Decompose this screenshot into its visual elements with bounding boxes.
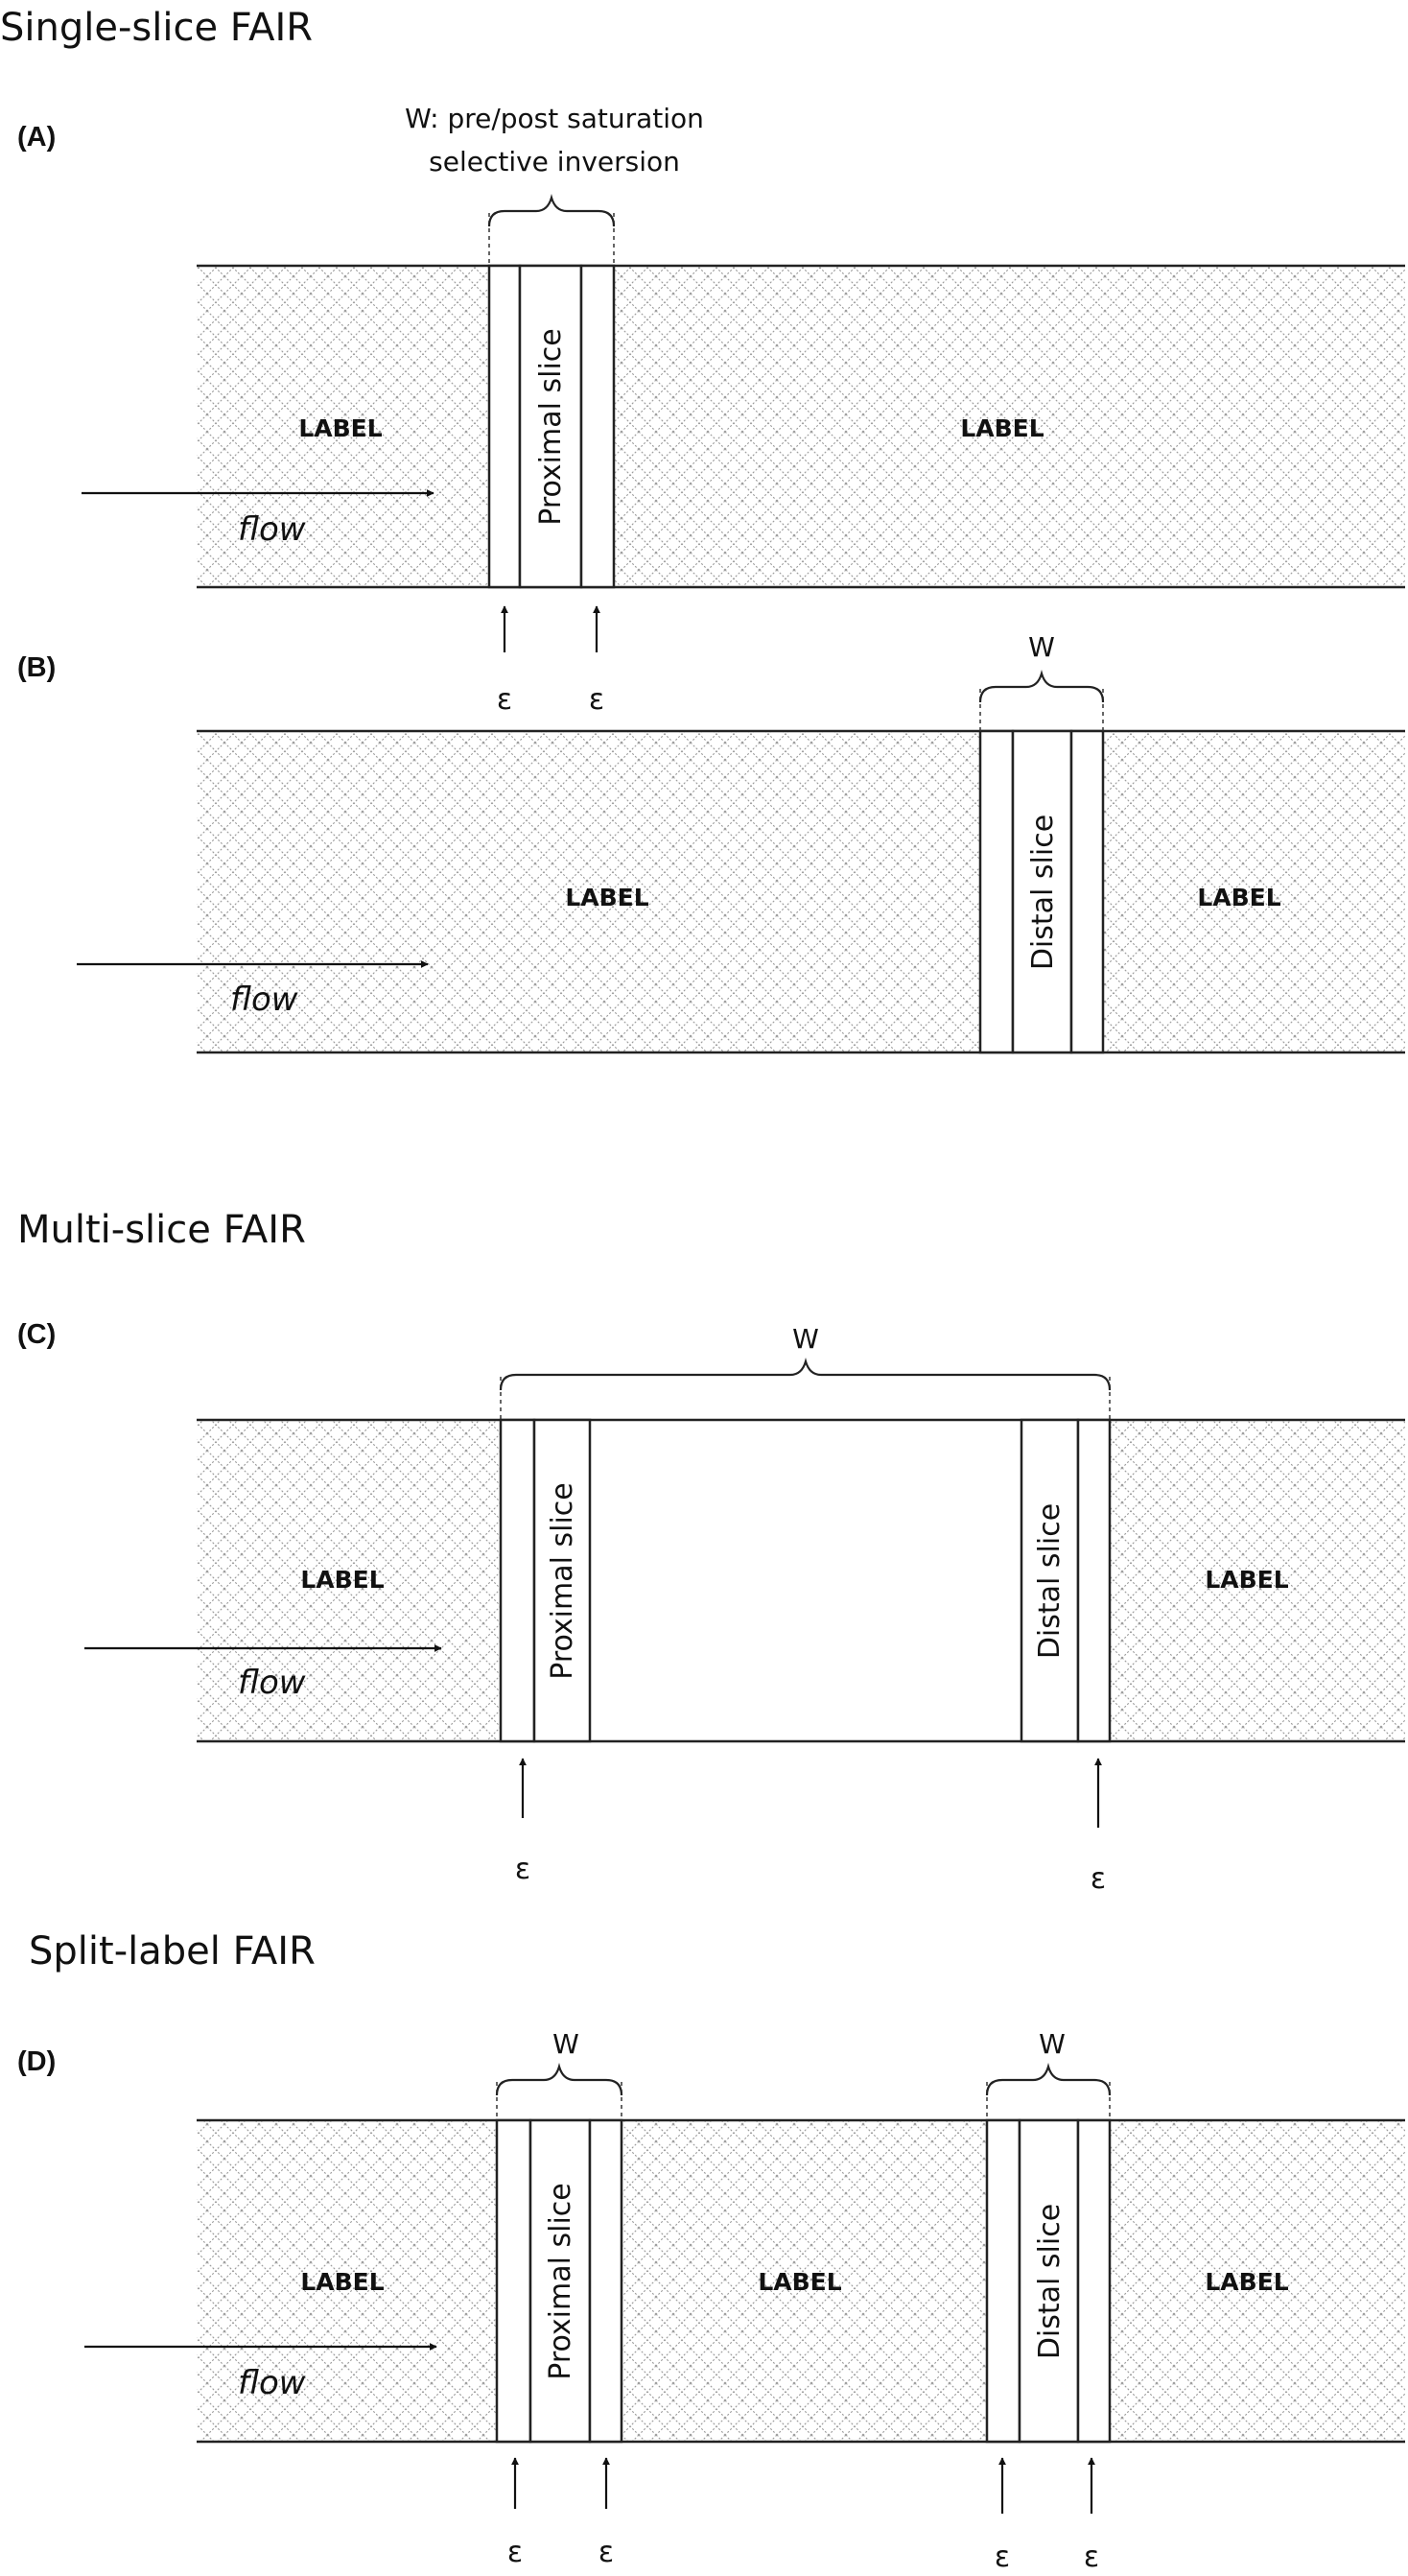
w-label-a-line1: W: pre/post saturation — [405, 103, 704, 134]
saturation-band-c-left — [499, 1418, 536, 1743]
label-text-a-left: LABEL — [298, 414, 382, 442]
panel-c: (C) Proximal slice Distal slice LABEL LA… — [17, 1319, 1405, 1896]
w-label-c: W — [792, 1323, 819, 1355]
proximal-slice-label-a: Proximal slice — [534, 328, 568, 526]
epsilon-c-left: ε — [515, 1853, 530, 1886]
panel-d: (D) Proximal slice Distal slice LABEL LA… — [17, 2028, 1405, 2574]
saturation-band-d-prox-right — [588, 2118, 623, 2444]
w-brace-c — [499, 1358, 1112, 1391]
flow-text-a: flow — [238, 510, 306, 549]
label-text-b-left: LABEL — [565, 884, 648, 911]
section-title-single-slice: Single-slice FAIR — [0, 6, 313, 50]
label-region-d-middle — [622, 2120, 987, 2442]
label-text-d-middle: LABEL — [758, 2268, 841, 2296]
label-text-d-left: LABEL — [300, 2268, 384, 2296]
epsilon-c-right: ε — [1091, 1862, 1106, 1896]
epsilon-a-left: ε — [497, 683, 512, 717]
panel-b: (B) Distal slice LABEL LABEL flow W — [17, 631, 1405, 1054]
distal-slice-label-b: Distal slice — [1026, 815, 1060, 970]
w-brace-b — [978, 670, 1105, 703]
panel-d-tag: (D) — [17, 2046, 56, 2077]
label-region-d-left — [197, 2120, 497, 2442]
w-label-a-line2: selective inversion — [429, 146, 680, 177]
section-title-multi-slice: Multi-slice FAIR — [17, 1208, 306, 1252]
epsilon-a-right: ε — [589, 683, 604, 717]
label-region-a-left — [197, 266, 489, 587]
panel-a: (A) Proximal slice LABEL LABEL flow W: p… — [17, 103, 1405, 717]
saturation-band-b-left — [978, 729, 1015, 1054]
panel-c-tag: (C) — [17, 1319, 56, 1350]
label-text-c-left: LABEL — [300, 1566, 384, 1594]
epsilon-d-1: ε — [507, 2536, 523, 2569]
saturation-band-d-dist-left — [985, 2118, 1021, 2444]
panel-a-tag: (A) — [17, 122, 56, 153]
w-label-d-distal: W — [1039, 2028, 1066, 2060]
distal-slice-b — [1011, 729, 1073, 1054]
section-title-split-label: Split-label FAIR — [29, 1929, 316, 1973]
saturation-band-a-right — [579, 264, 616, 589]
flow-text-d: flow — [238, 2364, 306, 2402]
label-text-d-right: LABEL — [1205, 2268, 1288, 2296]
distal-slice-label-d: Distal slice — [1033, 2204, 1067, 2359]
w-label-d-proximal: W — [552, 2028, 579, 2060]
flow-text-b: flow — [230, 981, 298, 1019]
w-brace-a — [487, 194, 616, 227]
label-text-a-right: LABEL — [960, 414, 1044, 442]
flow-text-c: flow — [238, 1664, 306, 1702]
label-text-b-right: LABEL — [1197, 884, 1280, 911]
distal-slice-label-c: Distal slice — [1033, 1503, 1067, 1659]
panel-b-tag: (B) — [17, 652, 56, 683]
saturation-band-a-left — [487, 264, 522, 589]
epsilon-d-4: ε — [1084, 2541, 1099, 2574]
saturation-band-c-right — [1076, 1418, 1112, 1743]
saturation-band-b-right — [1069, 729, 1105, 1054]
proximal-slice-c — [532, 1418, 592, 1743]
label-region-a-right — [614, 266, 1405, 587]
label-region-c-left — [197, 1420, 501, 1741]
label-region-c-right — [1110, 1420, 1405, 1741]
epsilon-d-3: ε — [995, 2541, 1010, 2574]
distal-slice-d — [1018, 2118, 1080, 2444]
label-text-c-right: LABEL — [1205, 1566, 1288, 1594]
proximal-slice-a — [518, 264, 583, 589]
w-brace-d-distal — [985, 2063, 1112, 2096]
w-brace-d-proximal — [495, 2063, 623, 2096]
label-region-b-left — [197, 731, 980, 1052]
epsilon-d-2: ε — [598, 2536, 614, 2569]
label-region-b-right — [1103, 731, 1405, 1052]
proximal-slice-label-d: Proximal slice — [544, 2183, 577, 2380]
saturation-band-d-dist-right — [1076, 2118, 1112, 2444]
saturation-band-d-prox-left — [495, 2118, 532, 2444]
label-region-d-right — [1110, 2120, 1405, 2442]
proximal-slice-label-c: Proximal slice — [546, 1482, 579, 1680]
w-label-b: W — [1028, 631, 1055, 663]
